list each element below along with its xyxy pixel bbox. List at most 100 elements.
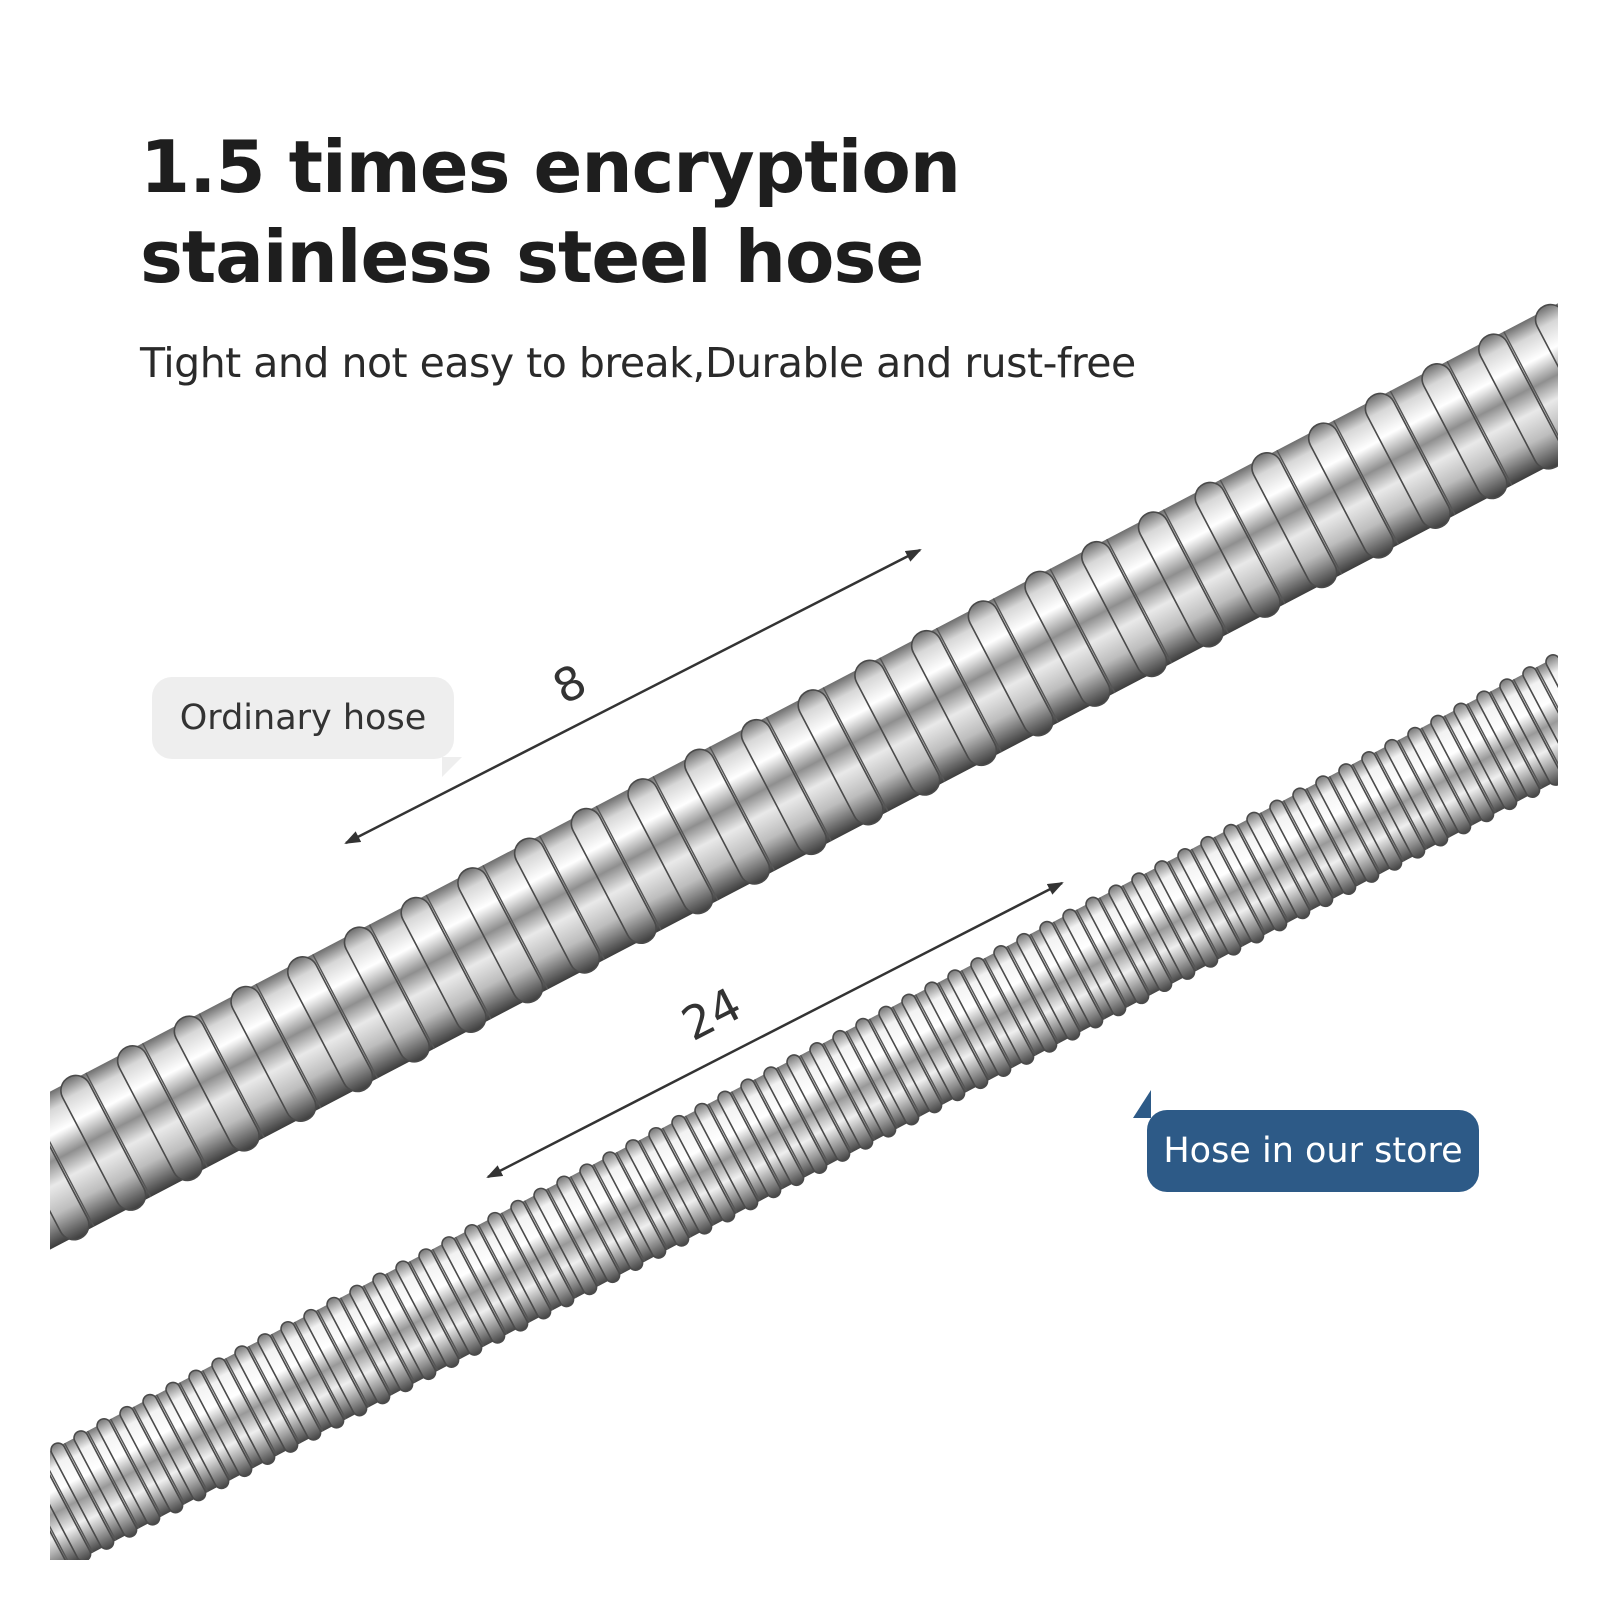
hose-groove <box>1219 479 1286 605</box>
hose-groove <box>477 1224 531 1323</box>
hose-groove <box>0 1480 47 1577</box>
hose-groove <box>155 1394 209 1493</box>
hose-groove <box>1049 568 1116 694</box>
hose-groove <box>1144 872 1198 971</box>
hose-rib <box>173 1015 260 1152</box>
hose-rib <box>1251 452 1338 589</box>
hose-groove <box>1374 751 1428 850</box>
hose-rib <box>510 1199 575 1308</box>
hose-groove <box>936 627 1003 753</box>
hose-groove <box>132 1406 186 1505</box>
hose-groove <box>201 1370 255 1469</box>
hose-groove <box>85 1072 152 1198</box>
hose-rib <box>116 1045 204 1182</box>
hose-rib <box>533 1187 598 1296</box>
hose-rib <box>1364 392 1451 529</box>
hose-groove <box>1560 655 1600 752</box>
hose-rib <box>1315 775 1380 883</box>
hose-rib <box>0 1489 24 1600</box>
hose-groove <box>255 983 322 1109</box>
hose-rib <box>1131 872 1196 980</box>
hose-groove <box>500 1212 554 1311</box>
ordinary-hose-label: Ordinary hose <box>179 698 427 738</box>
hose-rib <box>1478 333 1558 470</box>
hose-groove <box>1512 678 1558 777</box>
hose-groove <box>1328 775 1382 874</box>
hose-rib <box>1194 481 1281 618</box>
hose-rib <box>211 1357 276 1465</box>
hose-groove <box>1389 390 1456 516</box>
store-dimension-arrow <box>486 881 1064 1179</box>
hose-groove <box>50 1454 94 1553</box>
hose-rib <box>230 985 317 1122</box>
hose-groove <box>1276 449 1343 575</box>
hose-rib <box>441 1236 506 1344</box>
hose-groove <box>247 1345 301 1444</box>
hose-rib <box>1534 303 1558 440</box>
hose-rib <box>280 1320 345 1429</box>
hose-rib <box>286 956 374 1093</box>
hose-groove <box>1466 703 1520 802</box>
hose-groove <box>523 1200 577 1299</box>
hose-groove <box>1190 848 1244 947</box>
hose-rib <box>50 1466 69 1560</box>
headline-line-1: 1.5 times encryption <box>140 125 961 209</box>
hose-rib <box>1177 848 1242 956</box>
hose-rib <box>1062 908 1127 1017</box>
hose-groove <box>362 1285 416 1384</box>
subtitle: Tight and not easy to break,Durable and … <box>140 339 1136 387</box>
hose-rib <box>343 926 430 1063</box>
hose-groove <box>1420 727 1474 826</box>
hose-groove <box>1167 860 1221 959</box>
hose-groove <box>1162 509 1229 634</box>
hose-groove <box>992 598 1059 723</box>
hose-rib <box>1587 270 1600 415</box>
hose-rib <box>1292 787 1357 896</box>
hose-groove <box>0 1132 37 1256</box>
hose-rib <box>142 1393 207 1502</box>
hose-groove <box>1098 897 1152 996</box>
hose-groove <box>546 1188 600 1287</box>
hose-rib <box>1430 714 1495 823</box>
hose-groove <box>86 1430 140 1529</box>
hose-rib <box>1338 763 1403 871</box>
hose-rib <box>0 1501 1 1600</box>
hose-rib <box>1269 799 1334 908</box>
hose-rib <box>1108 884 1173 993</box>
ordinary-dimension-arrow <box>344 548 922 845</box>
hose-rib <box>1384 738 1449 847</box>
hose-rib <box>1499 678 1558 786</box>
hose-groove <box>1213 836 1267 935</box>
hose-rib <box>1137 511 1225 648</box>
hose-groove <box>385 1273 439 1372</box>
hose-rib <box>257 1333 322 1441</box>
hose-groove <box>1397 739 1451 838</box>
hose-groove <box>569 1176 623 1275</box>
hose-rib <box>967 600 1054 737</box>
store-hose-label: Hose in our store <box>1163 1131 1463 1171</box>
ordinary-hose-bubble: Ordinary hose <box>152 677 454 759</box>
hose-rib <box>1421 363 1508 500</box>
hose-groove <box>425 894 492 1020</box>
hose-rib <box>165 1381 230 1490</box>
hose-groove <box>368 924 435 1050</box>
hose-rib <box>326 1296 391 1405</box>
hose-groove <box>431 1248 485 1347</box>
hose-rib <box>1361 751 1426 859</box>
hose-groove <box>50 1467 71 1560</box>
hose-groove <box>1236 824 1290 923</box>
hose-rib <box>50 1104 90 1241</box>
hose-groove <box>141 1042 209 1168</box>
hose-groove <box>0 1504 1 1600</box>
hose-rib <box>1567 640 1600 751</box>
hose-rib <box>1453 702 1518 811</box>
hose-rib <box>1522 666 1558 774</box>
hose-rib <box>234 1345 299 1453</box>
hose-rib <box>50 1454 92 1560</box>
hose-groove <box>109 1418 163 1517</box>
hose-groove <box>1106 538 1173 664</box>
hose-groove <box>408 1260 462 1359</box>
hose-rib <box>0 1130 37 1275</box>
